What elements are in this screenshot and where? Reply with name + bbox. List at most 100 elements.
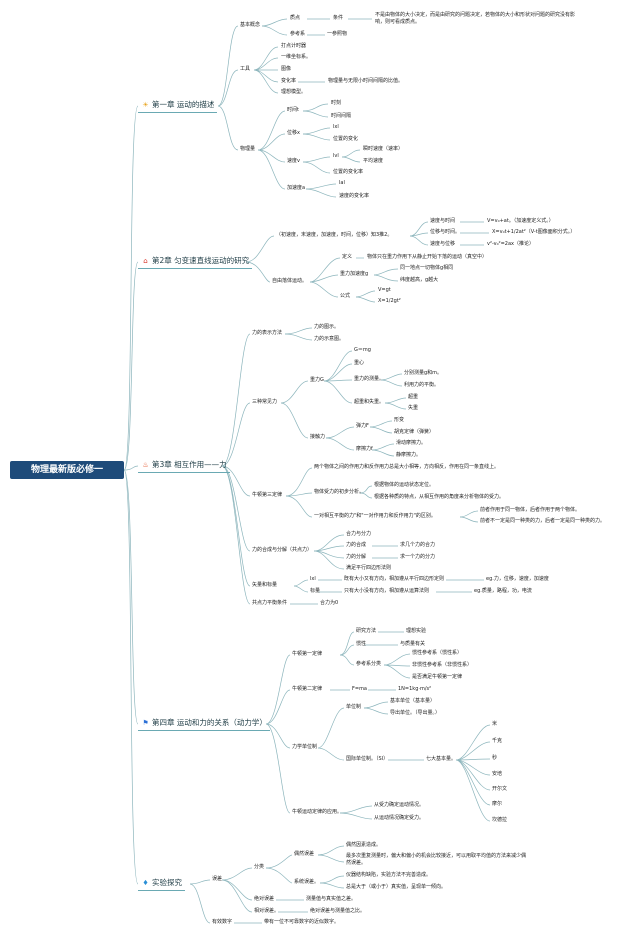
node-moment[interactable]: 时刻 — [331, 100, 342, 106]
node-contact-force[interactable]: 接触力 — [310, 434, 326, 440]
node-absolute-error-text[interactable]: 测量值与真实值之差。 — [306, 896, 357, 902]
node-velocity-time[interactable]: 速度与时间 — [430, 218, 456, 224]
node-three-forces[interactable]: 三种常见力 — [252, 399, 278, 405]
node-position-change[interactable]: 位置的变化 — [333, 136, 359, 142]
node-particle[interactable]: 质点 — [290, 15, 301, 21]
node-significant-figures[interactable]: 有效数字 — [212, 919, 233, 925]
node-scalar[interactable]: 标量 — [310, 588, 321, 594]
node-change-rate-text[interactable]: 物理量与无限小时间间隔的比值。 — [328, 78, 404, 84]
node-decomposition[interactable]: 力的分解 — [346, 554, 367, 560]
node-newton-third-text[interactable]: 两个物体之间的作用力和反作用力总是大小相等，方向相反，作用在同一条直线上。 — [314, 464, 500, 470]
node-base-unit[interactable]: 基本单位（基本量） — [390, 698, 436, 704]
node-unit-kelvin[interactable]: 开尔文 — [492, 786, 508, 792]
node-inertial-frame[interactable]: 惯性参考系（惯性系） — [412, 650, 463, 656]
node-gravity[interactable]: 重力G — [310, 377, 324, 383]
node-relative-error-text[interactable]: 绝对误差与测量值之比。 — [310, 908, 366, 914]
node-sliding-friction[interactable]: 滑动摩擦力。 — [396, 440, 427, 446]
node-composition[interactable]: 力的合成与分解（共点力） — [252, 547, 313, 553]
node-analysis-interaction[interactable]: 根据各种质的特点，从相互作用的角度来分析物体的受力。 — [374, 494, 505, 500]
node-inertia[interactable]: 惯性 — [356, 641, 367, 647]
node-newton-third[interactable]: 牛顿第三定律 — [252, 492, 283, 498]
node-ideal-experiment[interactable]: 理想实验 — [406, 628, 427, 634]
node-pair-difference[interactable]: 一对相互平衡的力"和"一对作用力和反作用力"的区别。 — [314, 513, 436, 519]
node-unit-system[interactable]: 力学单位制 — [292, 744, 318, 750]
chapter-5-node[interactable]: ♦实验探究 — [138, 877, 185, 891]
node-condition-text[interactable]: 不是由物体的大小决定，而是由研究的问题决定，若物体的大小和形状对问题的研究没有影… — [375, 12, 576, 25]
node-reference-frame[interactable]: 参考系 — [290, 31, 306, 37]
node-newton-unit[interactable]: 1N=1kg·m/s² — [398, 686, 432, 692]
chapter-4-node[interactable]: ⚑第四章 运动和力的关系（动力学） — [138, 717, 270, 731]
node-five-quantities[interactable]: （初速度，末速度，加速度，时间，位移）知3推2。 — [276, 232, 393, 238]
node-hooke-law[interactable]: 胡克定律（弹簧） — [394, 429, 435, 435]
node-unit[interactable]: 单位制 — [346, 704, 362, 710]
node-g-same[interactable]: 同一地点一切物体g相同 — [400, 265, 454, 271]
node-decomposition-text[interactable]: 求一个力的分力 — [400, 554, 436, 560]
node-vector-examples[interactable]: eg.力，位移，速度，加速度 — [486, 576, 549, 582]
chapter-3-node[interactable]: ♨第3章 相互作用——力 — [138, 459, 230, 473]
node-force-to-motion[interactable]: 从受力确定运动情况。 — [374, 802, 425, 808]
node-equilibrium-text[interactable]: 合力为0 — [320, 600, 339, 606]
node-g-mg[interactable]: G＝mg — [354, 347, 371, 353]
node-force-analysis[interactable]: 物体受力的初步分析。 — [314, 489, 365, 495]
node-newton-second[interactable]: 牛顿第二定律 — [292, 686, 323, 692]
node-weightless[interactable]: 失重 — [408, 405, 419, 411]
node-displacement[interactable]: 位移x — [287, 130, 300, 136]
node-timer[interactable]: 打点计时器 — [281, 43, 307, 49]
node-motion-to-force[interactable]: 从运动情况确定受力。 — [374, 815, 425, 821]
node-velocity-rate[interactable]: 速度的变化率 — [339, 193, 370, 199]
node-pair-object[interactable]: 前者作用于同一物体，后者作用于两个物体。 — [480, 507, 581, 513]
node-ideal-model[interactable]: 理想模型。 — [281, 89, 307, 95]
node-force-representation[interactable]: 力的表示方法 — [252, 330, 283, 336]
node-pair-kind[interactable]: 前者不一定是同一种类的力，后者一定是同一种类的力。 — [480, 518, 606, 524]
node-gravity-measure[interactable]: 重力的测量。 — [354, 376, 385, 382]
node-vector-text[interactable]: 既有大小又有方向，相加遵从平行四边形定则 — [344, 576, 445, 582]
node-frame-classification[interactable]: 参考系分类 — [356, 661, 382, 667]
node-unit-candela[interactable]: 坎德拉 — [492, 817, 508, 823]
node-force-sketch[interactable]: 力的示意图。 — [314, 336, 345, 342]
node-free-fall[interactable]: 自由落体运动。 — [272, 278, 308, 284]
node-velocity-vector[interactable]: lvl — [333, 153, 339, 159]
node-time[interactable]: 时间t — [287, 107, 299, 113]
node-significant-figures-text[interactable]: 带有一位不可靠数字的近似数字。 — [264, 919, 340, 925]
node-position-rate[interactable]: 位置的变化率 — [333, 169, 364, 175]
node-error[interactable]: 误差 — [212, 876, 223, 882]
node-elastic-force[interactable]: 弹力F — [356, 423, 369, 429]
chapter-2-node[interactable]: ⌂第2章 匀变速直线运动的研究 — [138, 255, 253, 269]
node-newton-first[interactable]: 牛顿第一定律 — [292, 651, 323, 657]
node-random-cause[interactable]: 偶然因素造成。 — [346, 842, 382, 848]
node-method[interactable]: 研究方法 — [356, 628, 377, 634]
node-derived-unit[interactable]: 导出单位。（导出量。） — [390, 710, 441, 716]
node-static-friction[interactable]: 静摩擦力。 — [396, 452, 422, 458]
node-synthesis[interactable]: 力的合成 — [346, 542, 367, 548]
node-synthesis-text[interactable]: 求几个力的合力 — [400, 542, 436, 548]
node-unit-ampere[interactable]: 安培 — [492, 771, 503, 777]
node-parallelogram[interactable]: 满足平行四边形法则 — [346, 565, 392, 571]
node-unit-meter[interactable]: 米 — [492, 721, 498, 727]
node-relative-error[interactable]: 相对误差。 — [254, 908, 280, 914]
node-over-under[interactable]: 超重和失重。 — [354, 399, 385, 405]
node-scalar-examples[interactable]: eg.质量，路程，功，电流 — [474, 588, 532, 594]
node-random-averaging[interactable]: 最多次重复测量时，偏大和偏小的机会比较接近，可以用取平均值的方法来减少偶然误差。 — [346, 853, 527, 866]
node-scalar-text[interactable]: 只有大小没有方向，相加遵从运算法则 — [344, 588, 430, 594]
node-deformation[interactable]: 形变 — [394, 417, 405, 423]
node-displacement-time-formula[interactable]: X=v₀t+1/2at²（V-t图像面积分式。） — [492, 229, 576, 235]
node-acceleration[interactable]: 加速度a — [287, 185, 306, 191]
node-displacement-time[interactable]: 位移与时间。 — [430, 229, 461, 235]
node-unit-mole[interactable]: 摩尔 — [492, 801, 503, 807]
node-newton-application[interactable]: 牛顿运动定律的应用。 — [292, 809, 343, 815]
node-velocity-displacement[interactable]: 速度与位移 — [430, 241, 456, 247]
node-use-balance[interactable]: 利用力的平衡。 — [404, 382, 440, 388]
node-unit-kilogram[interactable]: 千克 — [492, 738, 503, 744]
node-vector[interactable]: lxl — [310, 576, 316, 582]
node-g-latitude[interactable]: 纬度越高，g越大 — [400, 277, 439, 283]
node-force-diagram[interactable]: 力的图示。 — [314, 324, 340, 330]
root-node[interactable]: 物理最新版必修一 — [10, 461, 124, 479]
node-formula[interactable]: 公式 — [340, 293, 351, 299]
node-interval[interactable]: 时间间隔 — [331, 113, 352, 119]
node-classification[interactable]: 分类 — [254, 864, 265, 870]
node-average-velocity[interactable]: 平均速度 — [363, 158, 384, 164]
node-velocity-time-formula[interactable]: V=v₀+at。（加速度定义式。） — [487, 218, 554, 224]
node-definition[interactable]: 定义 — [342, 254, 353, 260]
node-change-rate[interactable]: 变化率 — [281, 78, 297, 84]
node-analysis-state[interactable]: 根据物体的运动状态定位。 — [374, 482, 435, 488]
